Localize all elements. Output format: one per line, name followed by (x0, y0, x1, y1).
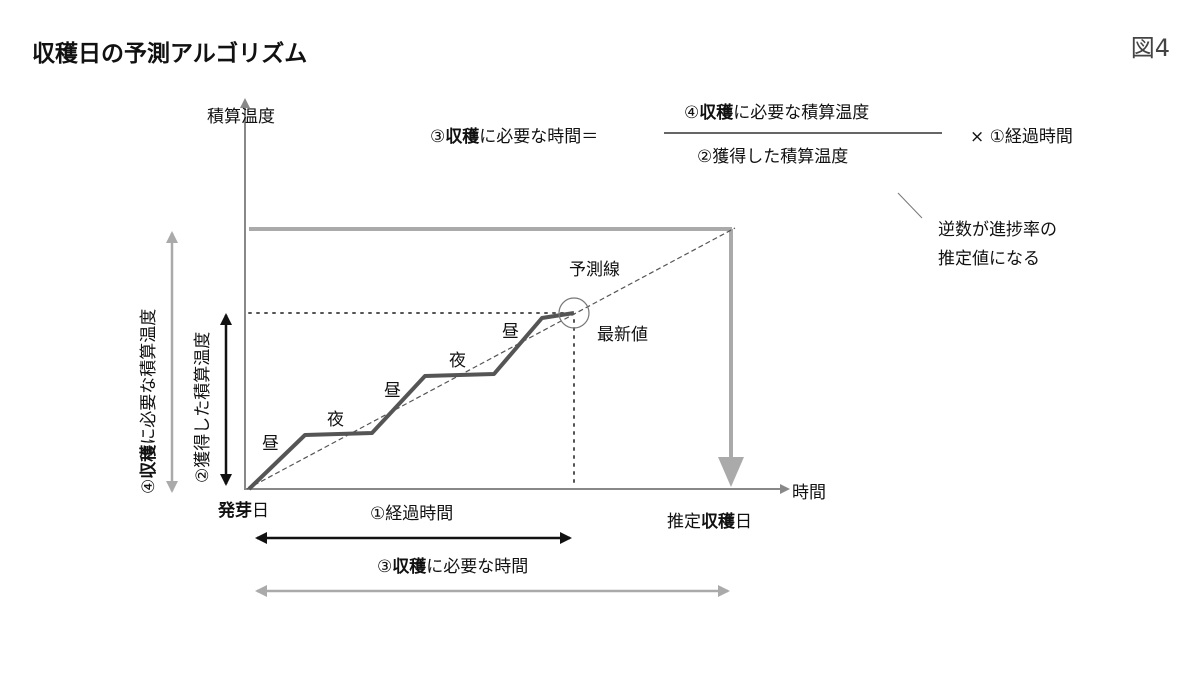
formula-numerator: ④収穫に必要な積算温度 (684, 103, 869, 123)
latest-value-circle (558, 297, 590, 329)
required-temperature-label: ④収穫に必要な積算温度 (139, 309, 159, 494)
estimated-harvest-day-label: 推定収穫日 (667, 512, 752, 532)
elapsed-time-label: ①経過時間 (370, 504, 453, 524)
latest-value-label: 最新値 (597, 325, 648, 345)
curve-label-night-2: 夜 (449, 351, 466, 371)
origin-label: 発芽日 (217, 500, 269, 521)
required-time-label: ③収穫に必要な時間 (377, 557, 528, 577)
page-title: 収穫日の予測アルゴリズム (32, 41, 308, 67)
formula-multiplier: × ①経過時間 (970, 127, 1073, 147)
curve-label-night-1: 夜 (327, 410, 344, 430)
y-axis-label: 積算温度 (207, 107, 275, 127)
figure-label: 図4 (1130, 34, 1170, 62)
acquired-temperature-label: ②獲得した積算温度 (193, 332, 213, 483)
curve-label-day-3: 昼 (502, 322, 519, 342)
formula-denominator: ②獲得した積算温度 (697, 147, 848, 167)
prediction-line-label: 予測線 (569, 260, 620, 280)
note-line-1: 逆数が進捗率の (938, 220, 1057, 240)
note-pointer (897, 192, 923, 219)
x-axis-label: 時間 (792, 483, 826, 503)
accumulated-temperature-curve (247, 311, 575, 491)
note-line-2: 推定値になる (938, 249, 1040, 269)
curve-label-day-2: 昼 (384, 381, 401, 401)
formula-lhs: ③収穫に必要な時間＝ (430, 127, 598, 147)
harvest-drop-arrowhead (718, 457, 744, 487)
curve-label-day-1: 昼 (262, 434, 279, 454)
prediction-line (246, 227, 736, 490)
